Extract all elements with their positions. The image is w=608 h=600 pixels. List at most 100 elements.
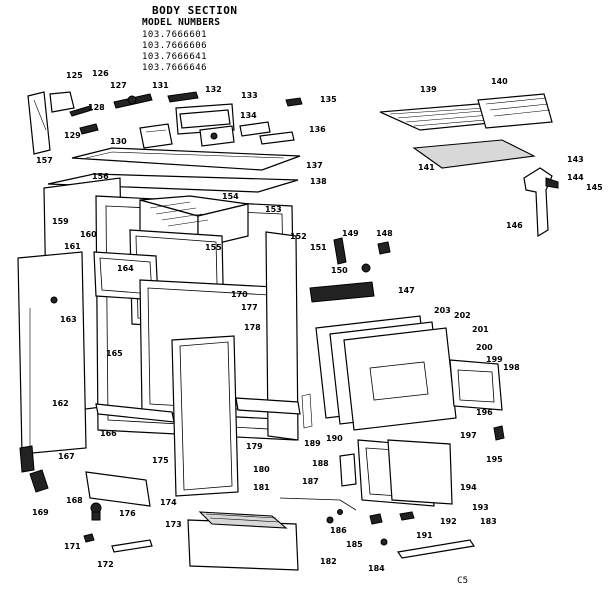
rear-panel	[265, 231, 299, 441]
knob-shaft	[69, 105, 99, 135]
callout-174: 174	[160, 498, 177, 507]
callout-202: 202	[454, 311, 471, 320]
door-bottom-trim	[19, 445, 35, 473]
leveling-leg	[29, 469, 49, 493]
callout-185: 185	[346, 540, 363, 549]
callout-187: 187	[302, 477, 319, 486]
model-number-4: 103.7666646	[142, 63, 208, 73]
callout-197: 197	[460, 431, 477, 440]
callout-179: 179	[246, 442, 263, 451]
vent-box	[139, 123, 173, 149]
callout-195: 195	[486, 455, 503, 464]
callout-186: 186	[330, 526, 347, 535]
callout-190: 190	[326, 434, 343, 443]
orifice-holder	[167, 91, 199, 103]
callout-167: 167	[58, 452, 75, 461]
oven-door-outer	[17, 251, 87, 460]
callout-161: 161	[64, 242, 81, 251]
bottom-trim-rail	[396, 539, 476, 559]
callout-132: 132	[205, 85, 222, 94]
callout-194: 194	[460, 483, 477, 492]
callout-146: 146	[506, 221, 523, 230]
top-frame	[47, 173, 299, 193]
callout-159: 159	[52, 217, 69, 226]
callout-181: 181	[253, 483, 270, 492]
callout-155: 155	[205, 243, 222, 252]
callout-134: 134	[240, 111, 257, 120]
hinge-pin	[493, 425, 505, 441]
callout-196: 196	[476, 408, 493, 417]
broiler-pan	[412, 139, 536, 169]
callout-203: 203	[434, 306, 451, 315]
door-panel-front	[343, 327, 457, 431]
callout-163: 163	[60, 315, 77, 324]
callout-154: 154	[222, 192, 239, 201]
hinge-clip	[259, 131, 295, 145]
callout-165: 165	[106, 349, 123, 358]
callout-160: 160	[80, 230, 97, 239]
callout-188: 188	[312, 459, 329, 468]
callout-162: 162	[52, 399, 69, 408]
callout-145: 145	[586, 183, 603, 192]
callout-176: 176	[119, 509, 136, 518]
callout-136: 136	[309, 125, 326, 134]
callout-150: 150	[331, 266, 348, 275]
broiler-door	[171, 335, 239, 497]
callout-125: 125	[66, 71, 83, 80]
callout-157: 157	[36, 156, 53, 165]
callout-143: 143	[567, 155, 584, 164]
model-number-2: 103.7666606	[142, 41, 208, 51]
callout-156: 156	[92, 172, 109, 181]
vent-trim	[199, 125, 235, 147]
callout-201: 201	[472, 325, 489, 334]
callout-137: 137	[306, 161, 323, 170]
drawer-handle	[111, 539, 153, 553]
side-trim-bracket	[27, 91, 51, 155]
small-clip	[285, 97, 303, 107]
callout-170: 170	[231, 290, 248, 299]
callout-138: 138	[310, 177, 327, 186]
door-handle-assembly	[523, 167, 559, 238]
callout-189: 189	[304, 439, 321, 448]
callout-151: 151	[310, 243, 327, 252]
kick-panel	[85, 471, 151, 507]
callout-183: 183	[480, 517, 497, 526]
callout-127: 127	[110, 81, 127, 90]
callout-193: 193	[472, 503, 489, 512]
callout-168: 168	[66, 496, 83, 505]
model-numbers-heading: MODEL NUMBERS	[142, 17, 221, 28]
callout-172: 172	[97, 560, 114, 569]
callout-128: 128	[88, 103, 105, 112]
callout-153: 153	[265, 205, 282, 214]
callout-129: 129	[64, 131, 81, 140]
door-hinge-assembly	[449, 359, 503, 411]
callout-147: 147	[398, 286, 415, 295]
small-bolts	[333, 237, 391, 273]
model-number-1: 103.7666601	[142, 30, 208, 40]
storage-door-back	[387, 439, 453, 505]
callout-175: 175	[152, 456, 169, 465]
callout-130: 130	[110, 137, 127, 146]
callout-144: 144	[567, 173, 584, 182]
callout-178: 178	[244, 323, 261, 332]
burner-valve	[113, 93, 153, 109]
top-cover	[71, 147, 301, 171]
drawer-glide-rod	[279, 497, 357, 511]
diagram-title: BODY SECTION	[152, 4, 238, 17]
latch-clip	[369, 511, 415, 525]
callout-192: 192	[440, 517, 457, 526]
side-panel-small	[309, 281, 375, 303]
callout-152: 152	[290, 232, 307, 241]
drawing-code: C5	[457, 576, 468, 586]
callout-177: 177	[241, 303, 258, 312]
screw-set	[326, 509, 388, 546]
callout-200: 200	[476, 343, 493, 352]
storage-drawer-track	[95, 403, 175, 423]
callout-149: 149	[342, 229, 359, 238]
broiler-rack	[477, 93, 553, 129]
callout-173: 173	[165, 520, 182, 529]
callout-166: 166	[100, 429, 117, 438]
